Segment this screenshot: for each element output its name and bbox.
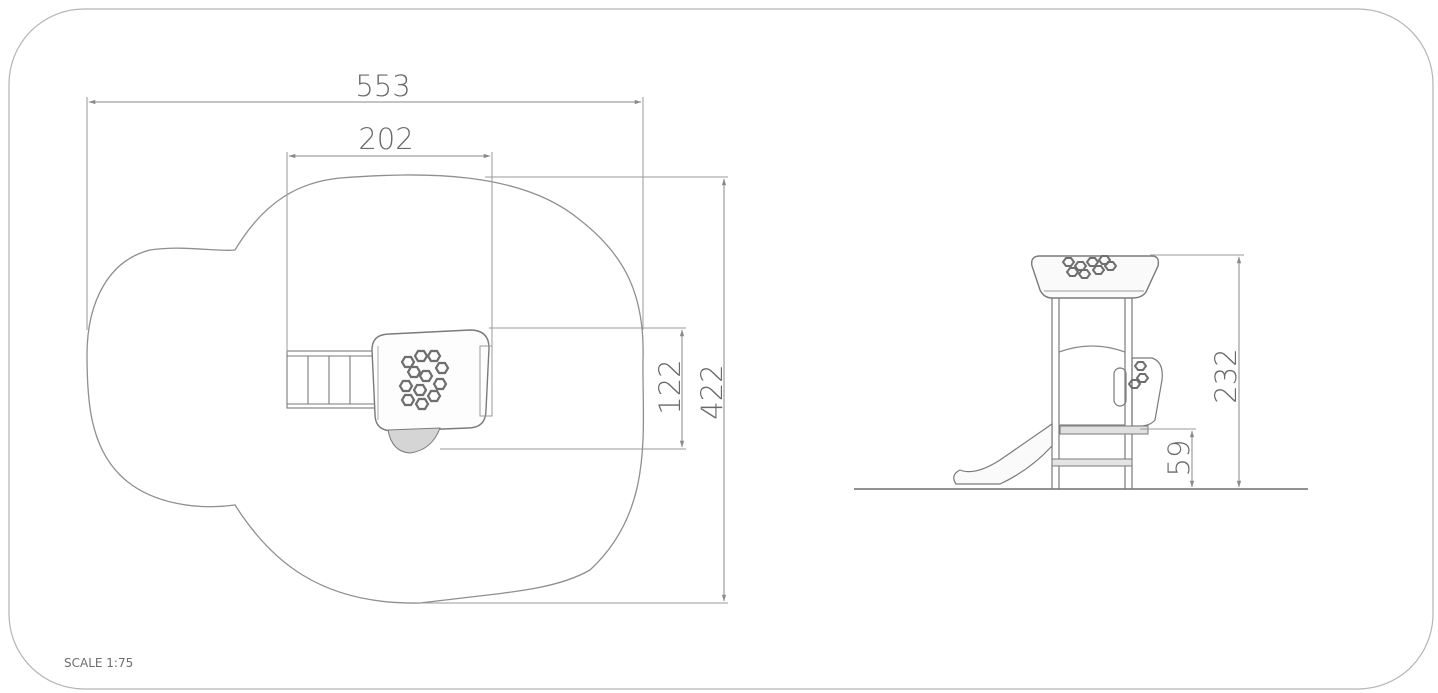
slide-side bbox=[953, 422, 1053, 485]
roof-side bbox=[1030, 255, 1160, 299]
dim-59 bbox=[1140, 428, 1196, 488]
dim-platform-depth: 122 bbox=[653, 359, 687, 414]
dim-overall-depth: 422 bbox=[695, 364, 729, 419]
dim-232 bbox=[1150, 254, 1244, 488]
top-view: 553 202 422 122 bbox=[86, 69, 729, 604]
side-view: 232 59 bbox=[854, 254, 1308, 490]
dim-202 bbox=[286, 152, 493, 352]
dim-overall-width: 553 bbox=[355, 69, 410, 103]
dim-platform-width: 202 bbox=[358, 122, 413, 156]
dim-422 bbox=[420, 176, 728, 604]
scale-label: SCALE 1:75 bbox=[64, 656, 133, 670]
step-side bbox=[1051, 458, 1133, 467]
platform-step bbox=[387, 427, 441, 454]
drawing-frame bbox=[8, 8, 1434, 690]
slide-top bbox=[286, 350, 378, 409]
dim-overall-height: 232 bbox=[1209, 348, 1243, 403]
dim-553 bbox=[86, 97, 644, 330]
hex-pattern-side bbox=[1061, 255, 1118, 279]
dim-platform-height: 59 bbox=[1162, 440, 1196, 477]
hex-pattern-top bbox=[398, 349, 450, 411]
safety-zone-outline bbox=[86, 174, 645, 604]
platform-deck bbox=[1059, 425, 1149, 435]
back-panel bbox=[1058, 345, 1126, 426]
dim-122 bbox=[440, 327, 686, 450]
